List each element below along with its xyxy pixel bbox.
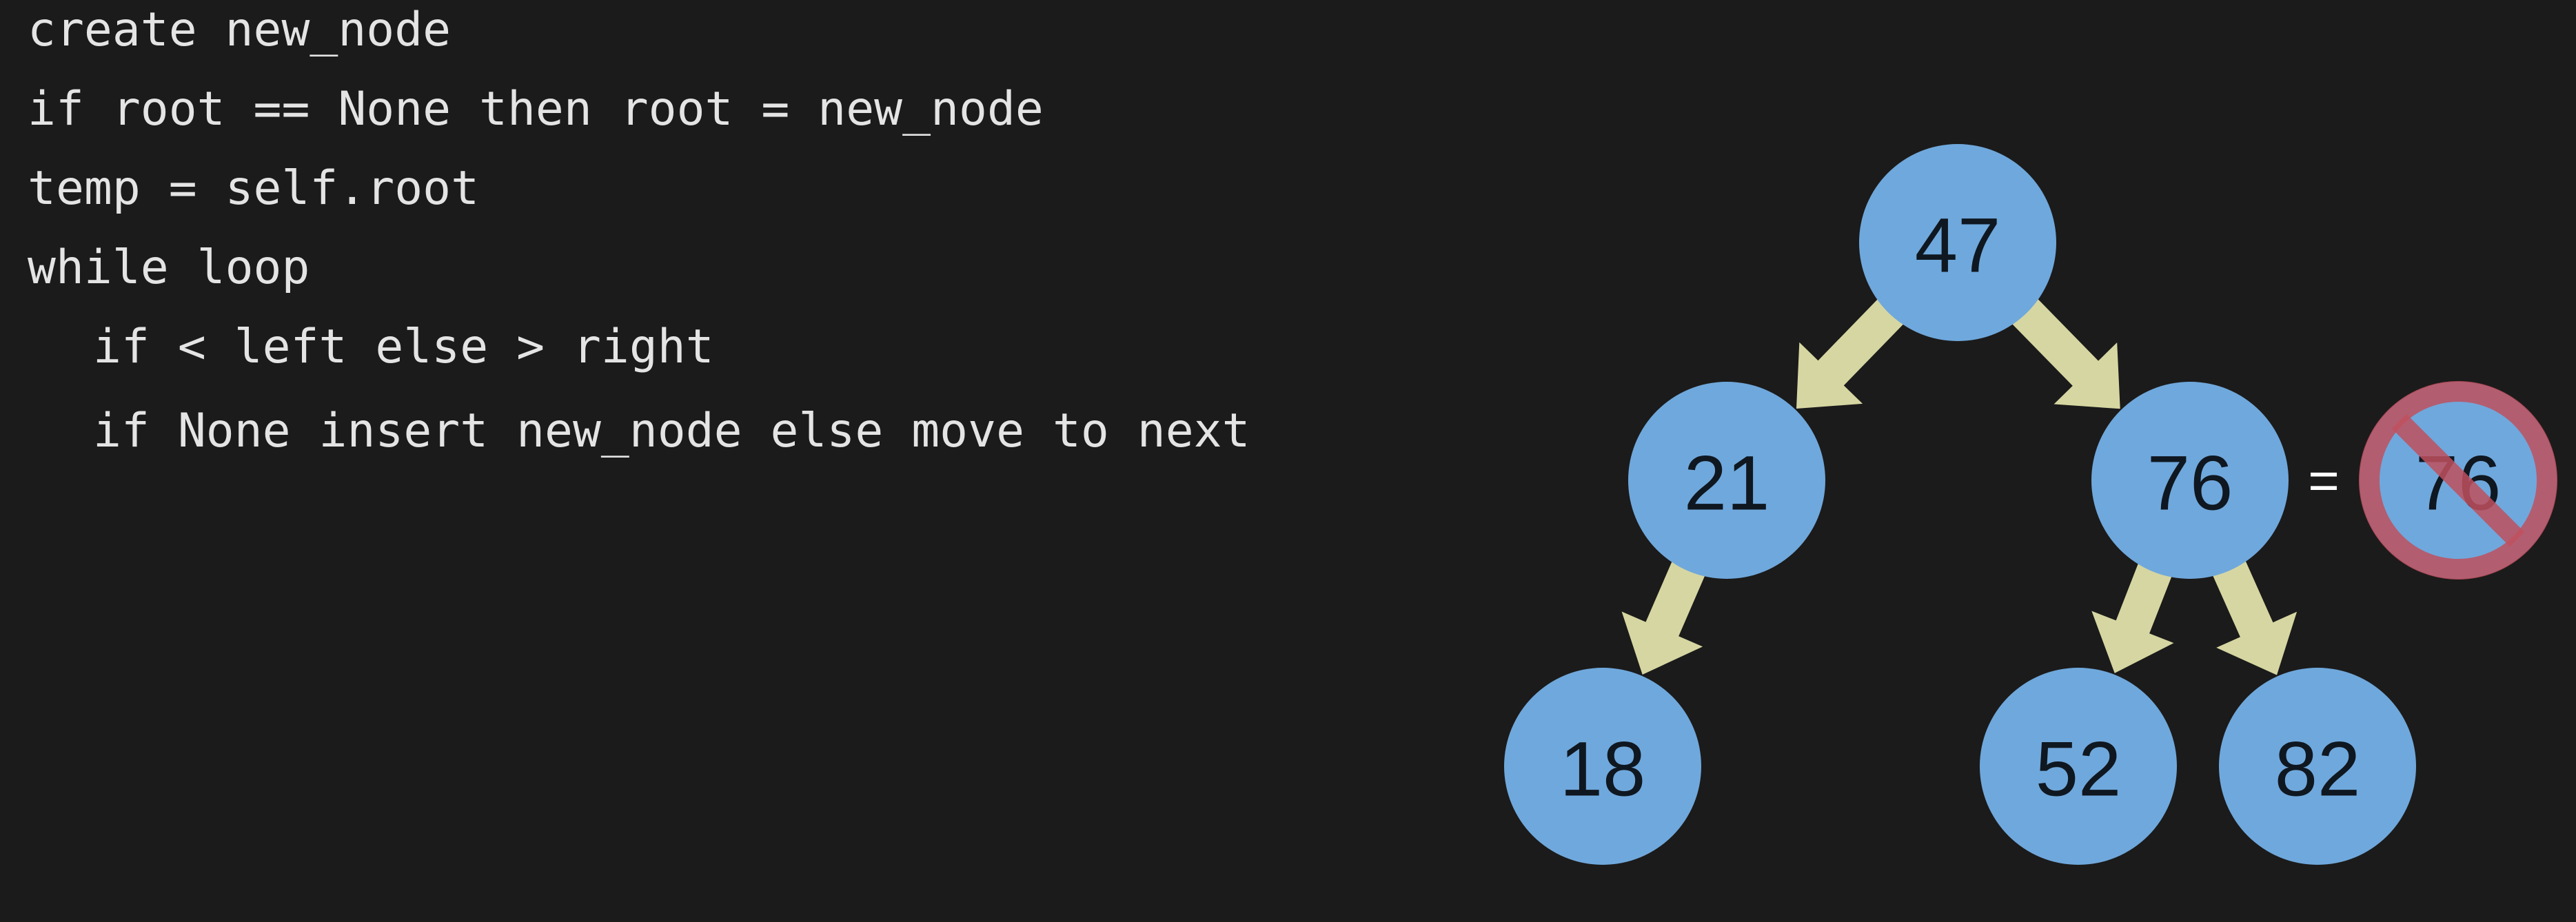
prohibited-icon — [2359, 381, 2557, 580]
code-line-while-loop: while loop — [28, 240, 310, 295]
tree-node-label: 76 — [2147, 440, 2233, 526]
tree-node-52: 52 — [1980, 668, 2177, 865]
equals-sign: = — [2308, 450, 2340, 511]
tree-node-label: 47 — [1915, 203, 2001, 289]
tree-nodes: 47 21 76 18 52 82 — [1504, 144, 2416, 865]
rejected-duplicate-node: 76 — [2359, 381, 2557, 580]
tree-node-circle — [1504, 668, 1701, 865]
tree-node-47: 47 — [1859, 144, 2056, 341]
tree-node-label: 82 — [2275, 726, 2361, 812]
tree-edges — [1621, 296, 2298, 675]
tree-node-76: 76 — [2091, 382, 2289, 579]
code-line-temp-assign: temp = self.root — [28, 161, 480, 216]
edge-arrow-21-to-18 — [1621, 557, 1707, 675]
tree-node-82: 82 — [2219, 668, 2416, 865]
tree-node-label: 52 — [2036, 726, 2122, 812]
edge-arrow-47-to-76 — [2009, 296, 2120, 409]
tree-node-21: 21 — [1628, 382, 1825, 579]
code-line-insert-or-move: if None insert new_node else move to nex… — [93, 404, 1250, 458]
tree-node-18: 18 — [1504, 668, 1701, 865]
edge-arrow-76-to-82 — [2211, 556, 2298, 675]
tree-node-label: 18 — [1560, 726, 1646, 812]
edge-arrow-76-to-52 — [2091, 559, 2174, 673]
code-line-compare-direction: if < left else > right — [93, 320, 714, 374]
tree-node-circle — [1980, 668, 2177, 865]
edge-arrow-47-to-21 — [1796, 296, 1907, 409]
code-line-create-node: create new_node — [28, 3, 452, 57]
duplicate-comparison: = 76 — [2308, 381, 2557, 580]
tree-node-circle — [2091, 382, 2289, 579]
tree-node-circle — [1628, 382, 1825, 579]
code-line-root-check: if root == None then root = new_node — [28, 82, 1044, 136]
tree-node-label: 21 — [1684, 440, 1770, 526]
tree-node-circle — [2219, 668, 2416, 865]
tree-node-circle — [1859, 144, 2056, 341]
